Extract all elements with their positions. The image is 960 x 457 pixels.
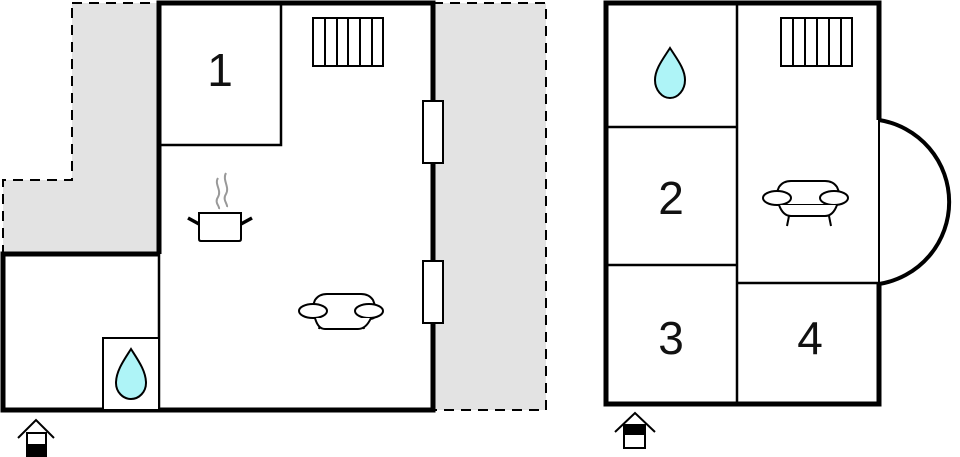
window-icon — [422, 100, 444, 164]
exterior-walls — [603, 0, 882, 407]
window-icon — [422, 260, 444, 324]
ground-floor-plan — [0, 0, 547, 457]
terrace-left — [2, 2, 160, 255]
room-label-3: 3 — [658, 312, 684, 364]
bay-window — [878, 118, 952, 286]
upper-floor-plan — [603, 0, 952, 449]
room-label-2: 2 — [658, 172, 684, 224]
room-label-1: 1 — [207, 44, 233, 96]
room-label-4: 4 — [797, 312, 823, 364]
entrance-icon — [17, 418, 55, 457]
water-drop-icon — [653, 46, 687, 100]
exterior-walls — [0, 0, 436, 413]
armchair-icon — [298, 293, 384, 330]
terrace-right — [432, 2, 547, 411]
living-area — [159, 3, 433, 410]
cooking-pot-icon — [187, 172, 253, 242]
armchair-icon — [762, 180, 849, 227]
radiator-icon — [312, 17, 384, 67]
water-drop-icon — [114, 347, 148, 401]
radiator-icon — [780, 17, 853, 67]
room-1-walls — [159, 3, 283, 147]
entrance-icon — [614, 411, 656, 449]
